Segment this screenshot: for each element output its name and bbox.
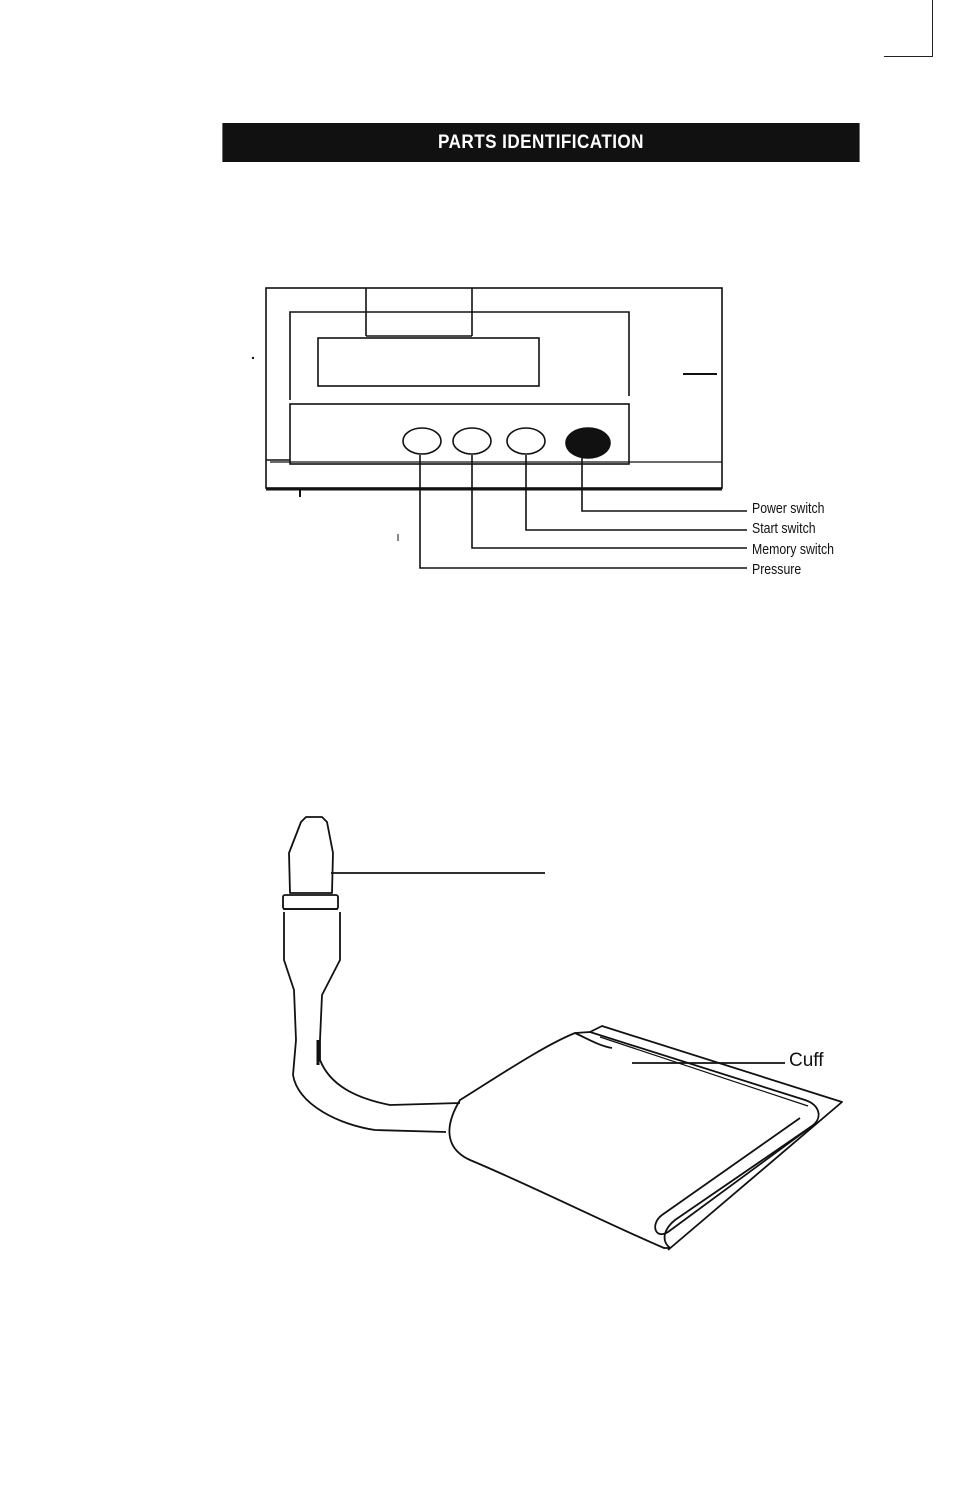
cuff-body [448,1031,820,1249]
start-button [506,427,546,455]
lcd-display [317,337,540,387]
pressure-leader [419,455,747,569]
monitor-top-bezel [289,311,630,400]
start-switch-leader [525,455,747,531]
pressure-label: Pressure [752,561,802,578]
memory-button [452,427,492,455]
pressure-button [402,427,442,455]
start-switch-label: Start switch [752,520,816,537]
power-switch-label: Power switch [752,500,825,517]
tube-inner [319,912,461,1106]
button-panel [289,403,630,465]
tube-outer [283,912,447,1133]
connector-plug [288,816,334,894]
cuff-label: Cuff [789,1050,824,1071]
power-button [565,427,611,459]
memory-switch-label: Memory switch [752,541,835,558]
power-switch-leader [581,458,747,512]
cuff-back-flap [589,1025,843,1251]
connector-ring [282,894,339,910]
page-corner-mark [884,0,933,57]
section-heading-bar: PARTS IDENTIFICATION [222,123,860,162]
memory-switch-leader [471,455,747,549]
section-heading: PARTS IDENTIFICATION [438,131,644,153]
